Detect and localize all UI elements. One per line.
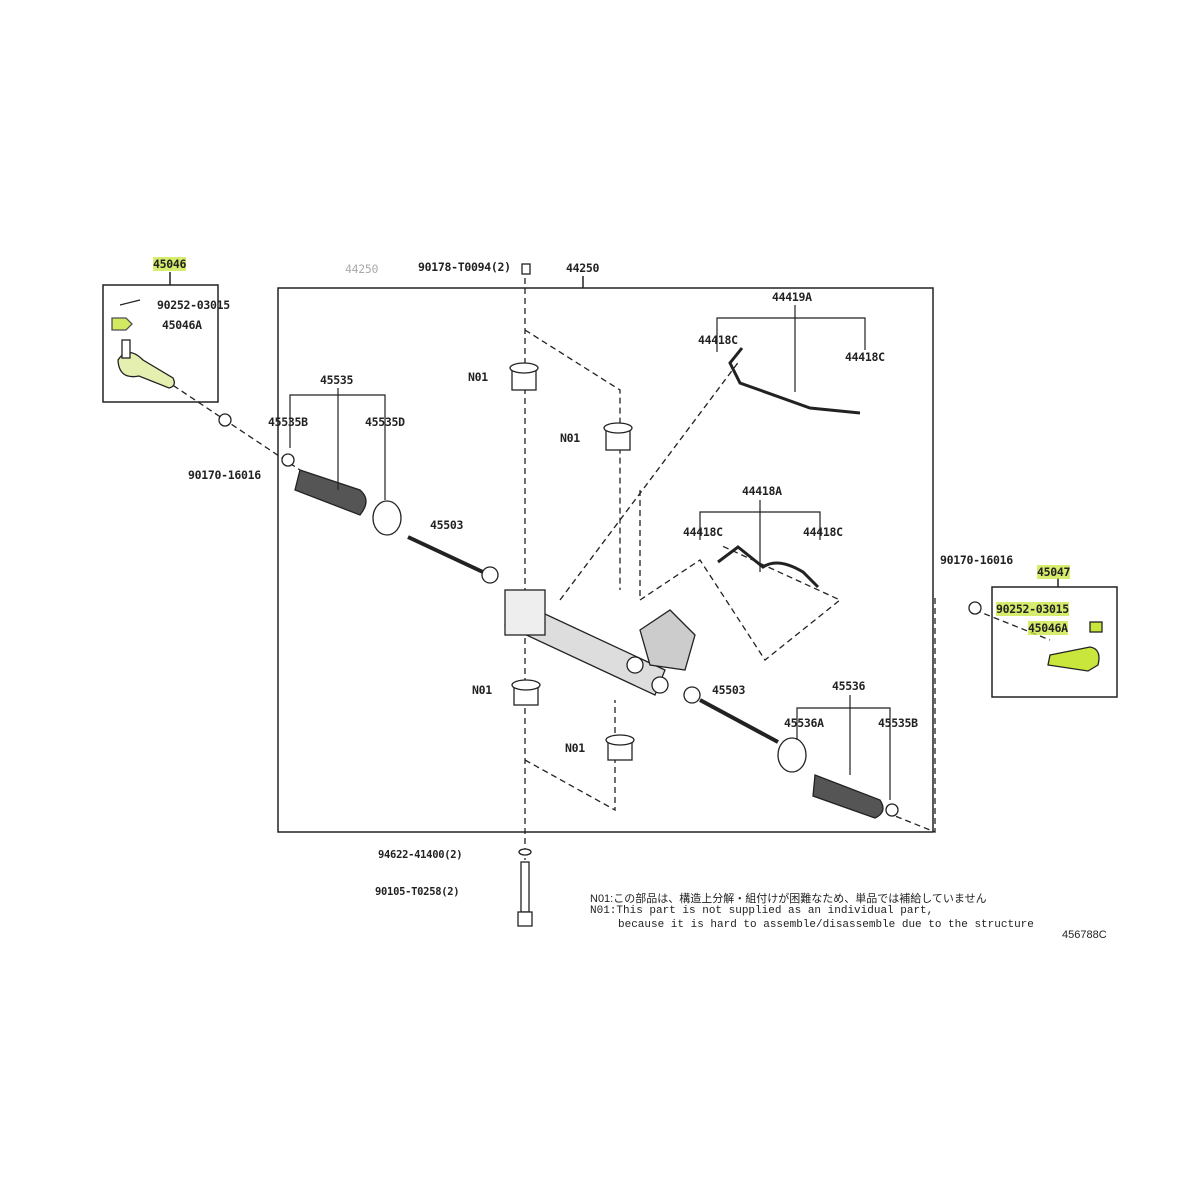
ghost-label: 44250	[345, 262, 379, 276]
part-right-boot-kit-label[interactable]: 45536	[832, 679, 866, 693]
part-45047-label[interactable]: 45047	[1037, 565, 1071, 579]
part-washer-label[interactable]: 94622-41400(2)	[378, 849, 463, 861]
part-n01-label[interactable]: N01	[472, 683, 492, 697]
part-tube-clip-label[interactable]: 44418C	[698, 333, 738, 347]
part-right-rack-end-label[interactable]: 45503	[712, 683, 746, 697]
part-left-nut-label[interactable]: 45046A	[162, 318, 202, 332]
part-tube-clip-label[interactable]: 44418C	[803, 525, 843, 539]
part-n01-label[interactable]: N01	[565, 741, 585, 755]
part-left-cotter-pin-label[interactable]: 90252-03015	[157, 298, 230, 312]
figure-id: 456788C	[1062, 929, 1107, 941]
part-n01-label[interactable]: N01	[468, 370, 488, 384]
part-left-lock-nut-label[interactable]: 90170-16016	[188, 468, 261, 482]
note-english-line2: because it is hard to assemble/disassemb…	[618, 919, 1034, 931]
part-bolt-label[interactable]: 90105-T0258(2)	[375, 886, 460, 898]
part-left-boot-kit-label[interactable]: 45535	[320, 373, 354, 387]
part-tube-clip-label[interactable]: 44418C	[683, 525, 723, 539]
part-top-nut-label[interactable]: 90178-T0094(2)	[418, 260, 511, 274]
assembly-box	[277, 287, 934, 833]
part-tube-lower-label[interactable]: 44418A	[742, 484, 782, 498]
part-right-nut-label[interactable]: 45046A	[1028, 621, 1068, 635]
part-assembly-label[interactable]: 44250	[566, 261, 600, 275]
part-right-cotter-pin-label[interactable]: 90252-03015	[996, 602, 1069, 616]
part-tube-upper-label[interactable]: 44419A	[772, 290, 812, 304]
part-left-boot-band-label[interactable]: 45535D	[365, 415, 405, 429]
part-right-boot-clamp-label[interactable]: 45535B	[878, 716, 918, 730]
left-tie-rod-box	[102, 284, 219, 403]
part-right-lock-nut-label[interactable]: 90170-16016	[940, 553, 1013, 567]
part-left-rack-end-label[interactable]: 45503	[430, 518, 464, 532]
part-tube-clip-label[interactable]: 44418C	[845, 350, 885, 364]
part-right-boot-band-label[interactable]: 45536A	[784, 716, 824, 730]
right-tie-rod-box	[991, 586, 1118, 698]
part-n01-label[interactable]: N01	[560, 431, 580, 445]
note-japanese: N01:この部品は、構造上分解・組付けが困難なため、単品では補給していません	[590, 893, 987, 905]
part-left-boot-clamp-label[interactable]: 45535B	[268, 415, 308, 429]
part-45046-label[interactable]: 45046	[153, 257, 187, 271]
note-english-line1: N01:This part is not supplied as an indi…	[590, 905, 934, 917]
